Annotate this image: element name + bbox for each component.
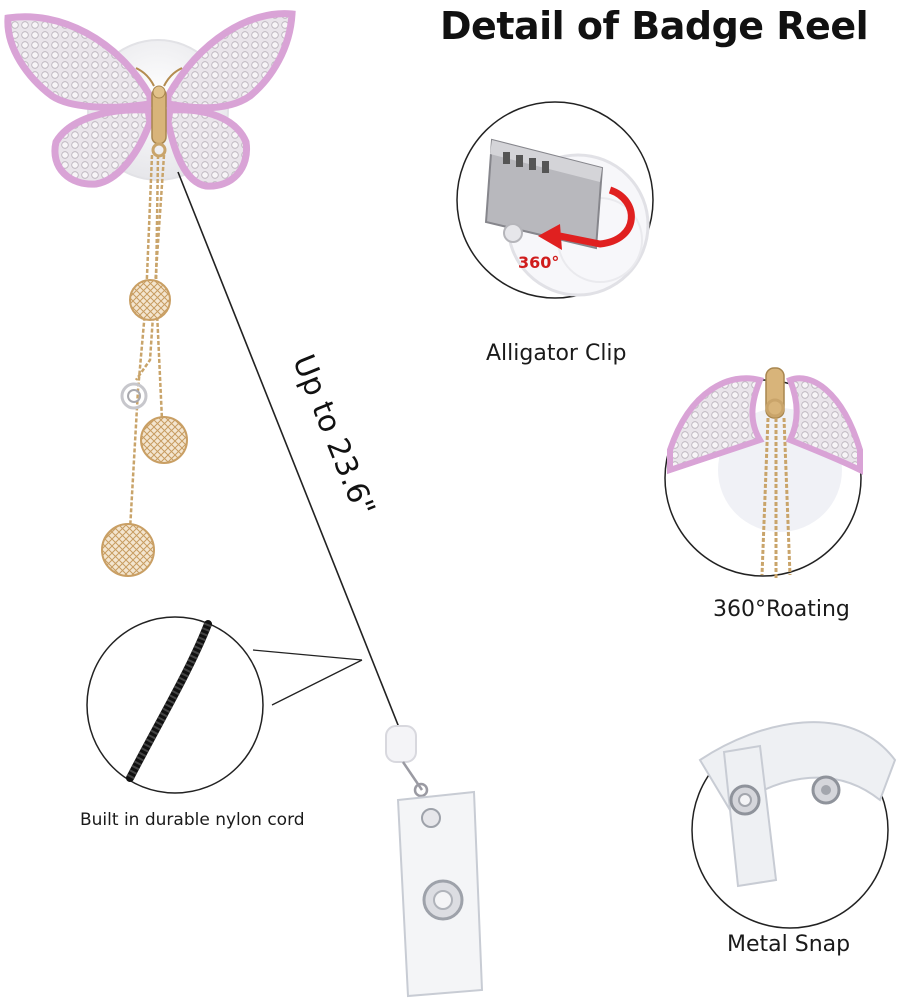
badge-cord — [177, 171, 403, 736]
rotation-badge-text: 360° — [518, 253, 559, 272]
metal-snap-zoom — [691, 721, 897, 929]
mesh-beads — [101, 279, 188, 577]
nylon-cord-label: Built in durable nylon cord — [80, 810, 305, 830]
alligator-clip-zoom — [456, 101, 654, 299]
chain-tassel — [128, 154, 166, 531]
alligator-clip-label: Alligator Clip — [486, 341, 627, 366]
badge-strap — [385, 725, 484, 998]
rotation-zoom — [664, 367, 863, 578]
metal-snap-label: Metal Snap — [727, 932, 851, 957]
rotation-label: 360°Roating — [713, 597, 850, 622]
cord-zoom-callout — [86, 616, 363, 794]
page-title: Detail of Badge Reel — [440, 4, 869, 48]
